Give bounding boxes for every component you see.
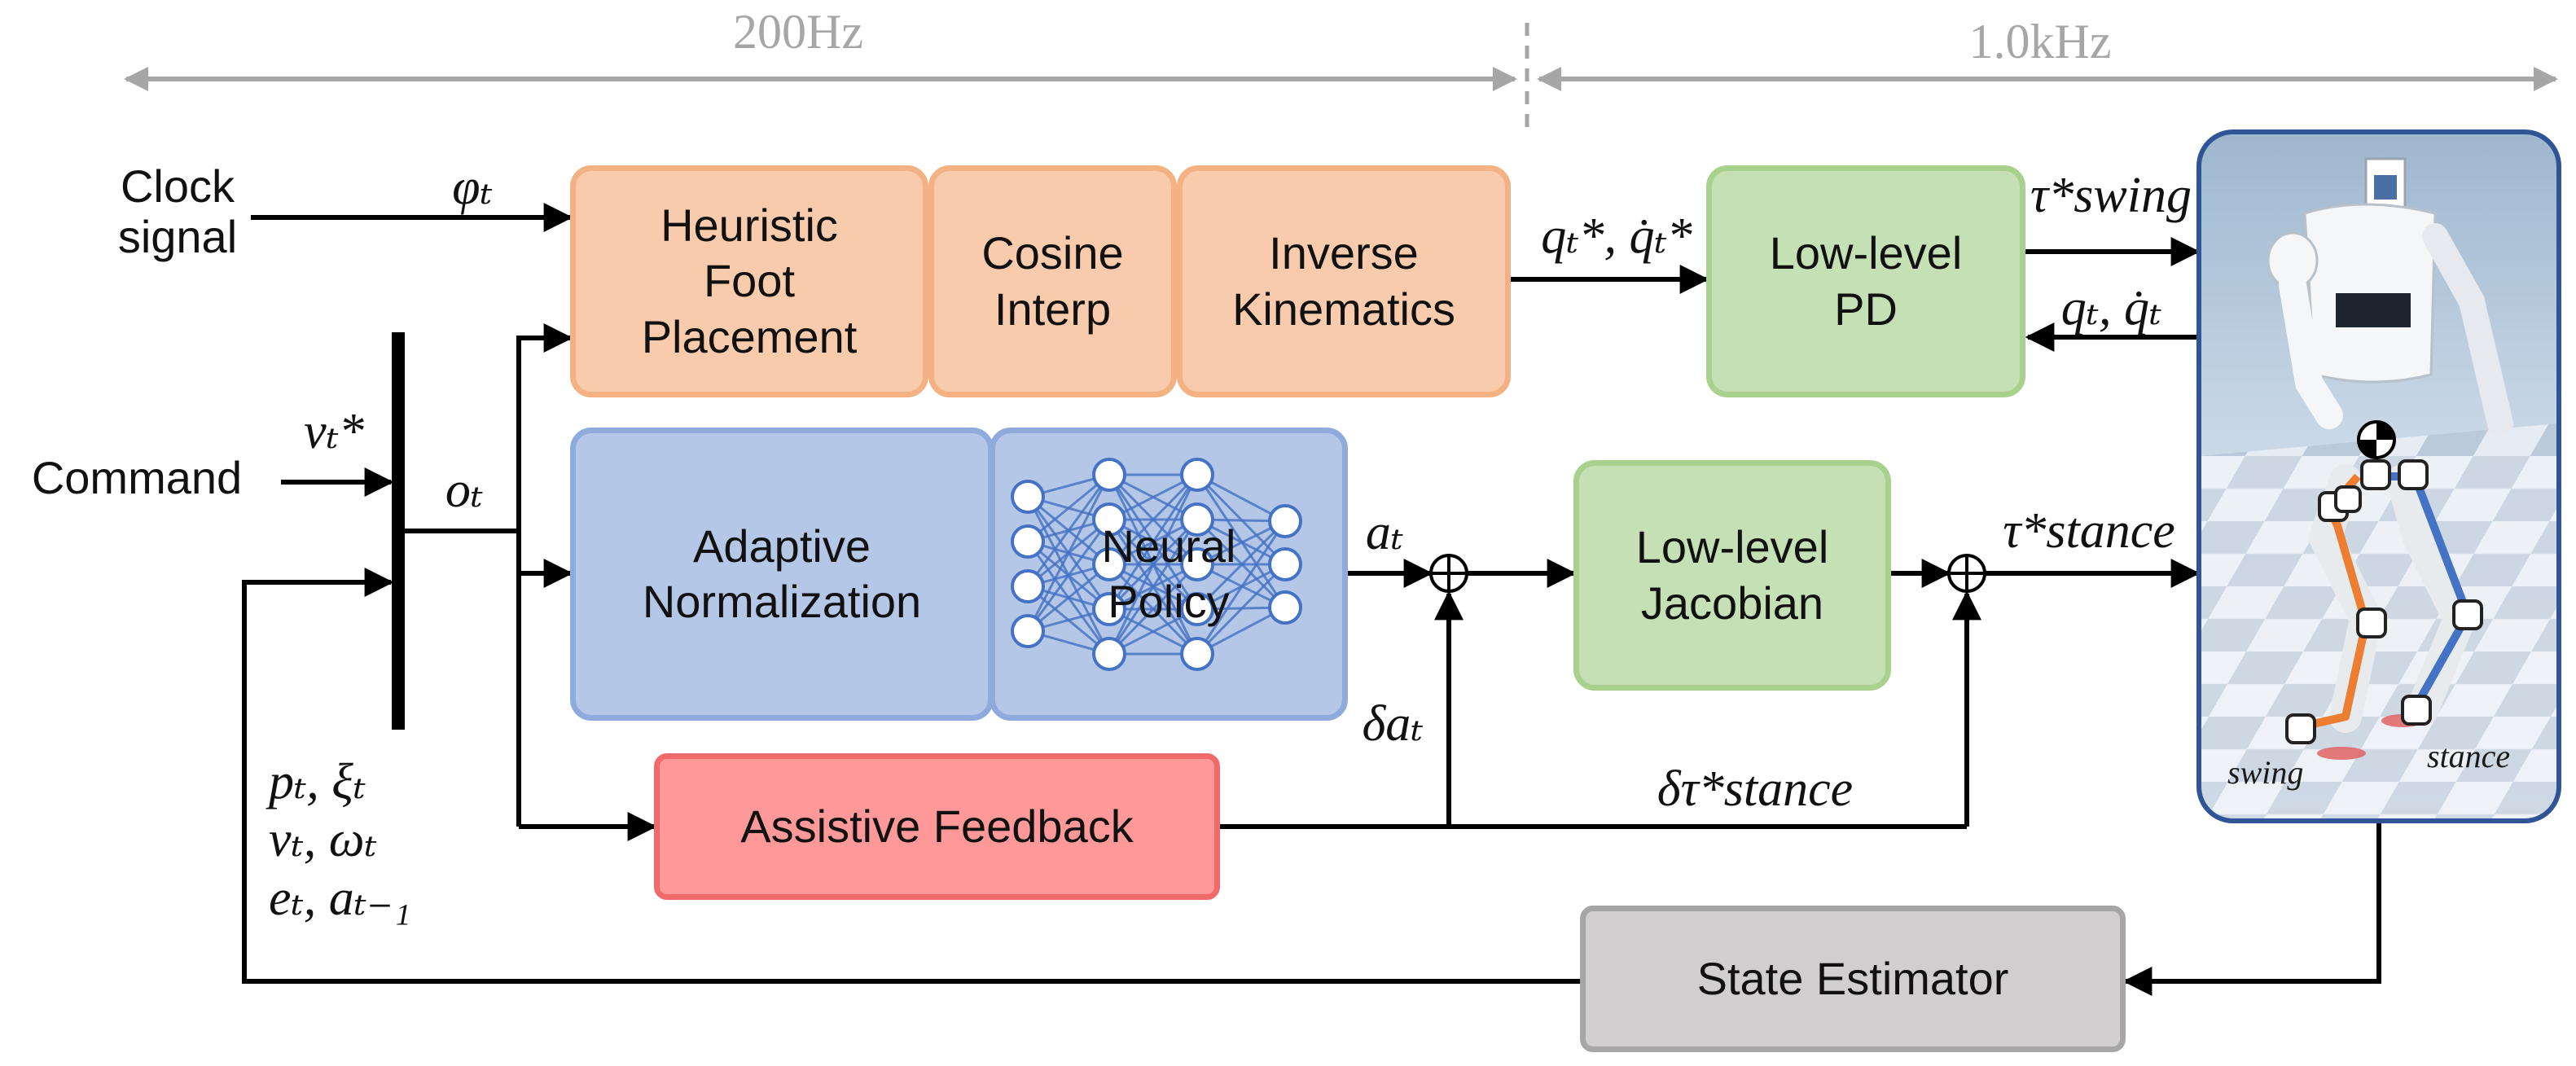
heuristic-foot-placement-block: Heuristic Foot Placement (570, 165, 928, 397)
assistive-feedback-label: Assistive Feedback (740, 800, 1134, 852)
adaptive-normalization-block: Adaptive Normalization (570, 428, 994, 721)
neuron-node (1092, 592, 1126, 626)
low-level-pd-label: Low-level PD (1769, 227, 1963, 335)
cosine-interp-block: Cosine Interp (928, 165, 1177, 397)
inverse-kinematics-block: Inverse Kinematics (1177, 165, 1511, 397)
phase-label: φₜ (452, 160, 493, 215)
low-level-jacobian-block: Low-level Jacobian (1573, 460, 1891, 691)
observation-label: oₜ (445, 463, 484, 518)
neuron-node (1268, 504, 1302, 538)
swing-leg-label: swing (2227, 754, 2304, 791)
sum-junction-action (1429, 554, 1468, 593)
neuron-node (1180, 547, 1214, 581)
delta-action-label: δaₜ (1362, 696, 1424, 752)
rate-label-1khz: 1.0kHz (1968, 15, 2112, 68)
state-estimator-label: State Estimator (1696, 952, 2009, 1004)
low-level-jacobian-label: Low-level Jacobian (1635, 521, 1829, 629)
neuron-node (1180, 458, 1214, 492)
joint-targets-label: qₜ*, q̇ₜ* (1541, 208, 1692, 264)
neuron-node (1011, 614, 1045, 648)
rate-label-200hz: 200Hz (733, 5, 863, 59)
neuron-node (1180, 637, 1214, 671)
joint-states-label: qₜ, q̇ₜ (2060, 280, 2162, 336)
neuron-node (1268, 547, 1302, 581)
low-level-pd-block: Low-level PD (1706, 165, 2025, 397)
action-label: aₜ (1365, 505, 1404, 560)
joint-markers (2285, 459, 2483, 744)
delta-tau-stance-label: δτ*stance (1657, 761, 1854, 817)
neural-policy-label: Neural Policy (1101, 520, 1236, 627)
clock-signal-label: Clock signal (117, 160, 238, 262)
neuron-node (1268, 590, 1302, 625)
neuron-node (1092, 637, 1126, 671)
feedback-states-label: pₜ, ξₜ vₜ, ωₜ eₜ, aₜ₋₁ (269, 754, 411, 926)
command-label: Command (31, 452, 243, 503)
neuron-node (1180, 592, 1214, 626)
observation-mux-bar (392, 332, 405, 730)
adaptive-normalization-label: Adaptive Normalization (642, 520, 922, 627)
neuron-node (1092, 547, 1126, 581)
tau-swing-label: τ*swing (2030, 168, 2192, 223)
neuron-node (1092, 458, 1126, 492)
state-feedback-wire (242, 568, 1588, 984)
heuristic-foot-placement-label: Heuristic Foot Placement (641, 200, 858, 362)
velocity-command-label: vₜ* (304, 404, 364, 459)
robot-to-estimator-wire (2122, 823, 2381, 996)
neuron-node (1011, 524, 1045, 559)
state-estimator-block: State Estimator (1580, 906, 2126, 1052)
neural-policy-block: Neural Policy (990, 428, 1348, 721)
neuron-node (1092, 502, 1126, 537)
cosine-interp-label: Cosine Interp (981, 227, 1124, 335)
neuron-node (1011, 569, 1045, 603)
stance-leg-label: stance (2427, 738, 2511, 774)
sum-junction-torque (1947, 554, 1986, 593)
tau-stance-label: τ*stance (2003, 503, 2175, 559)
neuron-node (1180, 502, 1214, 537)
com-marker-icon (2357, 420, 2396, 459)
neuron-node (1011, 480, 1045, 514)
inverse-kinematics-label: Inverse Kinematics (1232, 227, 1455, 335)
assistive-feedback-block: Assistive Feedback (654, 753, 1220, 900)
neural-network-icon (992, 430, 1345, 718)
robot-render (2196, 129, 2561, 823)
